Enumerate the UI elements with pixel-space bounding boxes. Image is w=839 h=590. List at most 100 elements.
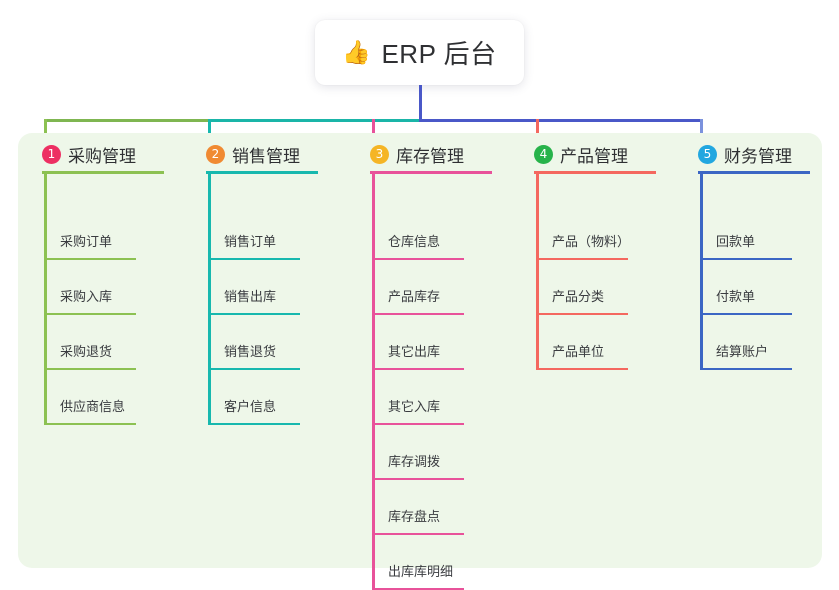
leaf-label: 出库库明细 [388, 564, 454, 579]
leaf-item[interactable]: 销售出库 [208, 260, 318, 315]
leaf-item[interactable]: 结算账户 [700, 315, 810, 370]
leaf-item[interactable]: 库存盘点 [372, 480, 482, 535]
leaf-label: 销售订单 [224, 234, 277, 249]
branch-title-1: 采购管理 [68, 147, 136, 166]
branch-badge-5: 5 [698, 145, 717, 164]
leaf-label: 销售退货 [224, 344, 277, 359]
branch-stem-2 [208, 174, 211, 425]
leaf-item[interactable]: 采购订单 [44, 205, 154, 260]
leaf-underline [372, 478, 464, 480]
leaf-label: 结算账户 [716, 344, 769, 359]
branch-underline-4 [534, 171, 656, 174]
leaf-underline [44, 313, 136, 315]
leaf-label: 产品库存 [388, 289, 441, 304]
leaf-label: 付款单 [716, 289, 756, 304]
leaf-item[interactable]: 采购入库 [44, 260, 154, 315]
leaf-underline [44, 423, 136, 425]
leaf-underline [536, 313, 628, 315]
leaf-label: 采购入库 [60, 289, 113, 304]
branch-stem-4 [536, 174, 539, 370]
leaf-label: 产品分类 [552, 289, 605, 304]
leaf-underline [372, 313, 464, 315]
root-stem [419, 85, 422, 122]
leaf-label: 库存盘点 [388, 509, 441, 524]
branch-badge-3: 3 [370, 145, 389, 164]
branch-title-3: 库存管理 [396, 147, 464, 166]
branch-drop-5 [700, 119, 703, 142]
leaf-item[interactable]: 产品单位 [536, 315, 646, 370]
leaf-underline [208, 423, 300, 425]
leaf-underline [372, 258, 464, 260]
root-title-text: ERP 后台 [381, 39, 497, 69]
leaf-underline [372, 368, 464, 370]
leaf-item[interactable]: 仓库信息 [372, 205, 482, 260]
leaf-label: 销售出库 [224, 289, 277, 304]
branch-underline-2 [206, 171, 318, 174]
branch-drop-3 [372, 119, 375, 142]
leaf-item[interactable]: 付款单 [700, 260, 810, 315]
leaf-item[interactable]: 产品库存 [372, 260, 482, 315]
leaf-label: 库存调拨 [388, 454, 441, 469]
leaf-label: 其它出库 [388, 344, 441, 359]
leaf-label: 产品（物料） [552, 234, 631, 249]
leaf-item[interactable]: 回款单 [700, 205, 810, 260]
branch-title-5: 财务管理 [724, 147, 792, 166]
leaf-underline [208, 368, 300, 370]
leaf-underline [372, 423, 464, 425]
branch-underline-1 [42, 171, 164, 174]
leaf-item[interactable]: 其它入库 [372, 370, 482, 425]
branch-badge-1: 1 [42, 145, 61, 164]
leaf-item[interactable]: 销售订单 [208, 205, 318, 260]
leaf-underline [372, 533, 464, 535]
leaf-item[interactable]: 产品（物料） [536, 205, 646, 260]
branch-stem-5 [700, 174, 703, 370]
branch-underline-5 [698, 171, 810, 174]
leaf-underline [208, 258, 300, 260]
leaf-label: 仓库信息 [388, 234, 441, 249]
branch-stem-1 [44, 174, 47, 425]
leaf-label: 采购退货 [60, 344, 113, 359]
bus-segment-teal [208, 119, 419, 122]
bus-segment-indigo [419, 119, 703, 122]
leaf-label: 采购订单 [60, 234, 113, 249]
leaf-label: 其它入库 [388, 399, 441, 414]
root-node[interactable]: 👍 ERP 后台 [315, 20, 524, 85]
branch-drop-1 [44, 119, 47, 142]
leaf-underline [44, 258, 136, 260]
leaf-underline [44, 368, 136, 370]
branch-header-4[interactable]: 4 产品管理 [534, 142, 628, 167]
branch-drop-2 [208, 119, 211, 142]
bus-segment-green [44, 119, 208, 122]
leaf-item[interactable]: 销售退货 [208, 315, 318, 370]
thumbs-up-icon: 👍 [342, 39, 372, 65]
branch-header-5[interactable]: 5 财务管理 [698, 142, 792, 167]
leaf-item[interactable]: 采购退货 [44, 315, 154, 370]
leaf-underline [700, 258, 792, 260]
leaf-item[interactable]: 产品分类 [536, 260, 646, 315]
branch-header-1[interactable]: 1 采购管理 [42, 142, 136, 167]
leaf-underline [536, 368, 628, 370]
leaf-underline [700, 313, 792, 315]
branch-title-2: 销售管理 [232, 147, 300, 166]
leaf-item[interactable]: 库存调拨 [372, 425, 482, 480]
leaf-item[interactable]: 其它出库 [372, 315, 482, 370]
leaf-label: 回款单 [716, 234, 756, 249]
root-title: 👍 ERP 后台 [342, 34, 496, 71]
branch-title-4: 产品管理 [560, 147, 628, 166]
leaf-underline [700, 368, 792, 370]
branch-drop-4 [536, 119, 539, 142]
leaf-label: 产品单位 [552, 344, 605, 359]
branch-underline-3 [370, 171, 492, 174]
leaf-item[interactable]: 供应商信息 [44, 370, 154, 425]
leaf-underline [208, 313, 300, 315]
leaf-item[interactable]: 客户信息 [208, 370, 318, 425]
leaf-label: 客户信息 [224, 399, 277, 414]
branch-badge-4: 4 [534, 145, 553, 164]
leaf-underline [536, 258, 628, 260]
leaf-item[interactable]: 出库库明细 [372, 535, 482, 590]
branch-header-3[interactable]: 3 库存管理 [370, 142, 464, 167]
leaf-label: 供应商信息 [60, 399, 126, 414]
